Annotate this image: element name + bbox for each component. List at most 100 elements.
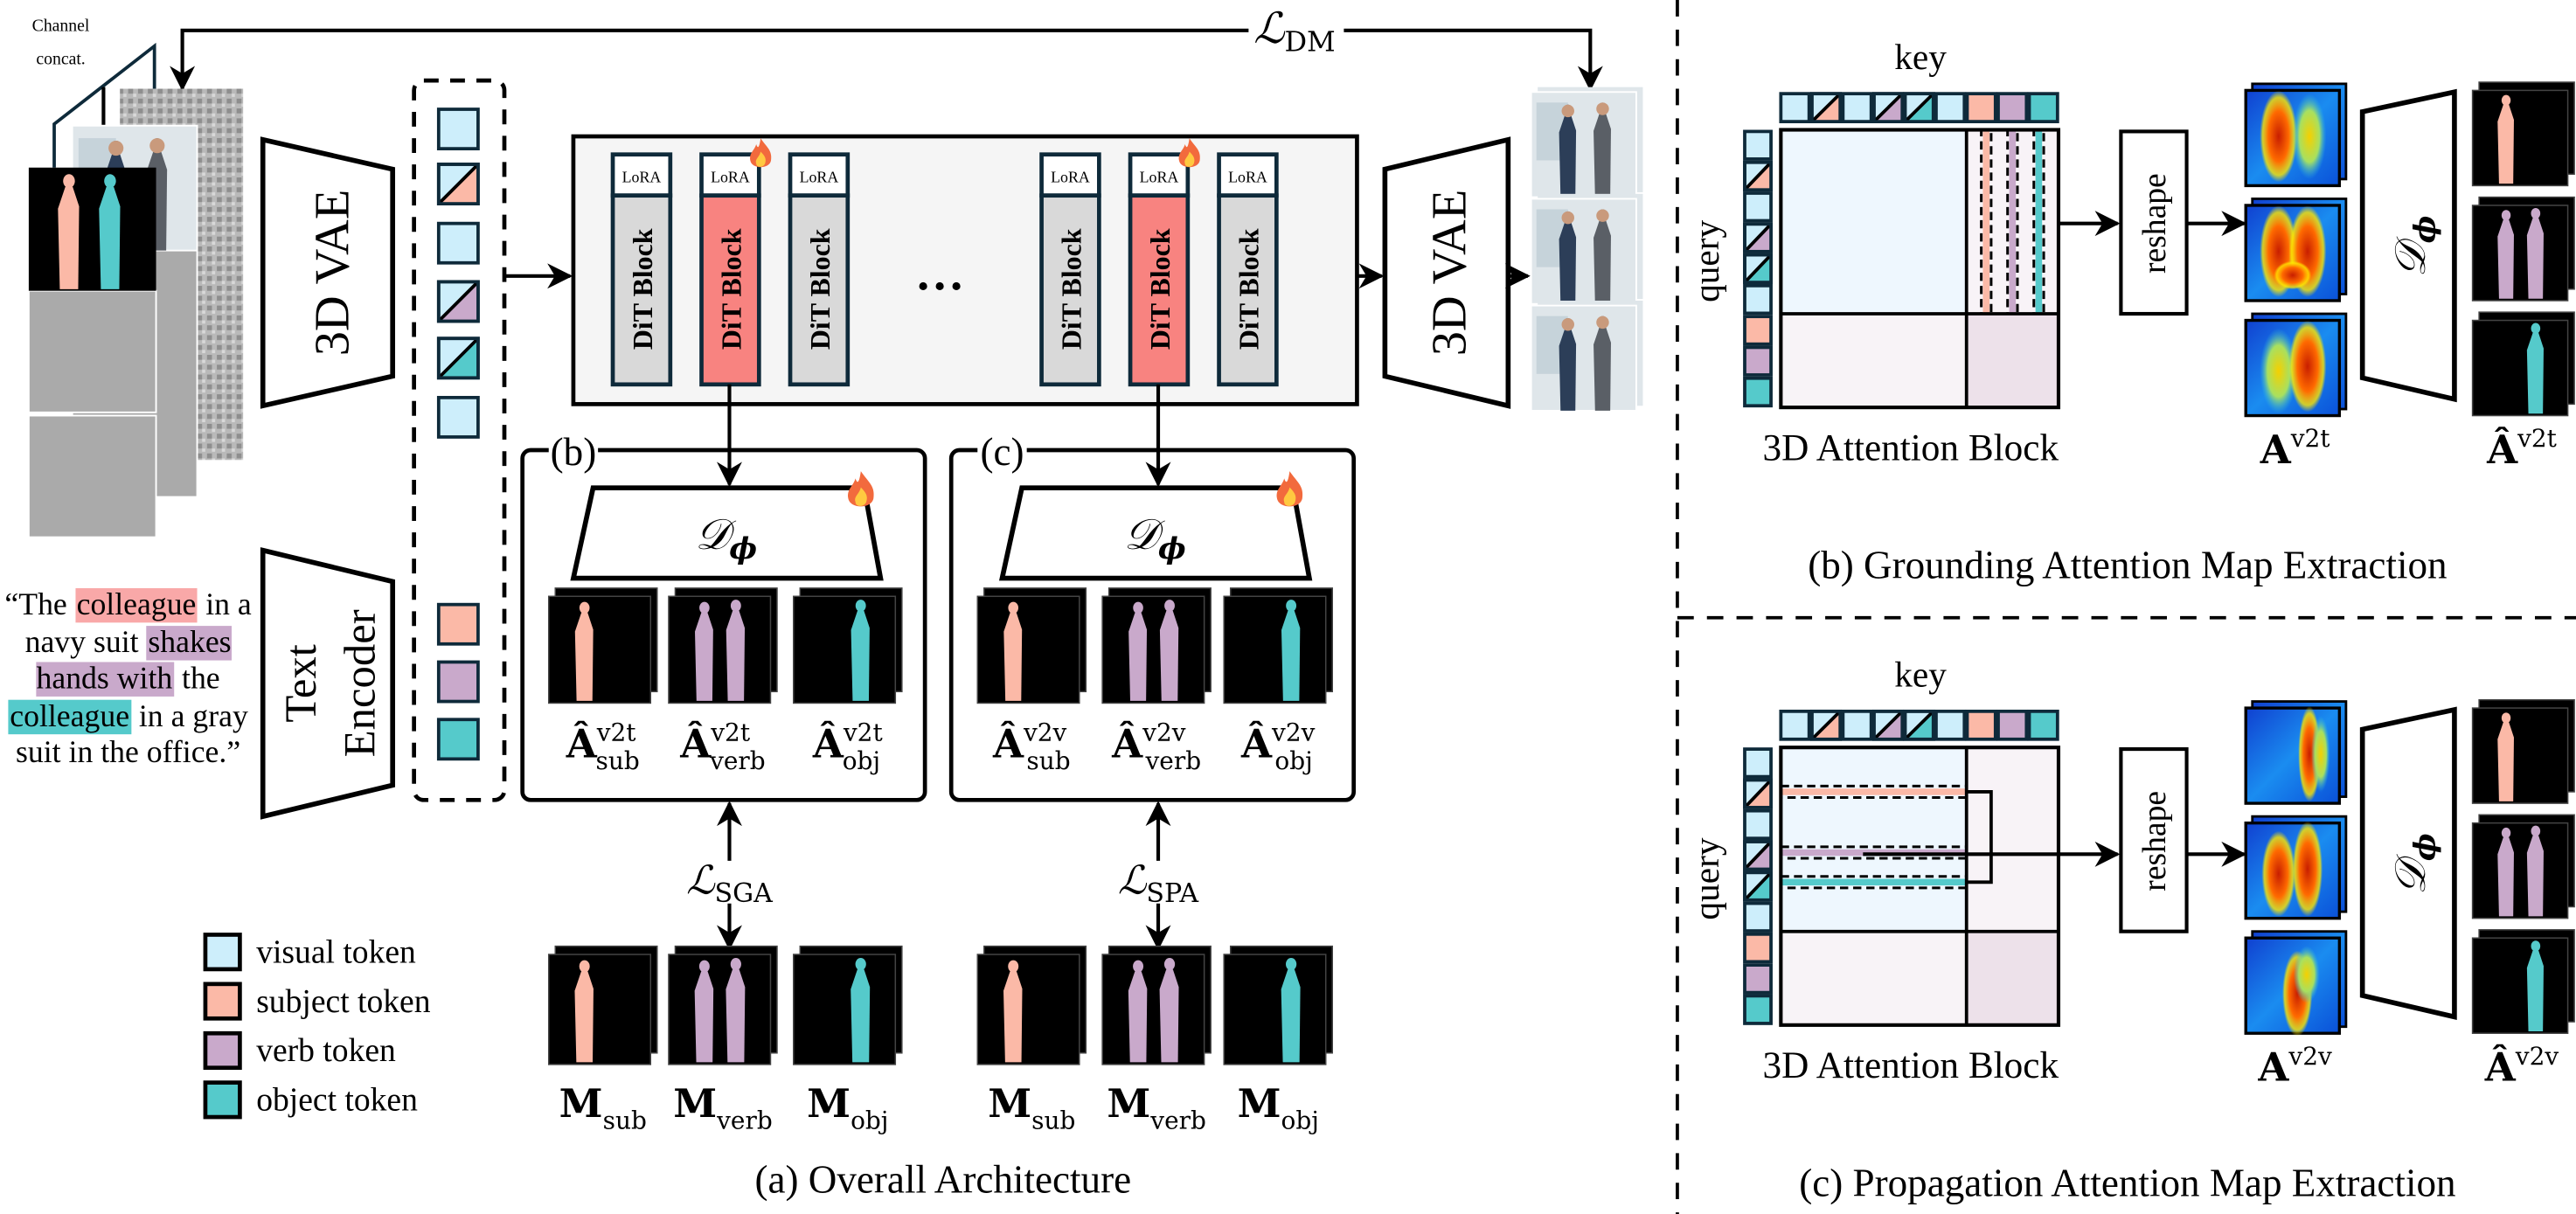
dit-label: DiT Block bbox=[805, 228, 836, 350]
prompt-segment: in a gray suit in the office.” bbox=[16, 698, 248, 771]
legend-label: verb token bbox=[256, 1033, 396, 1069]
attn-visual-visual bbox=[1781, 129, 1967, 315]
predicted-mask bbox=[1223, 587, 1333, 704]
seg-decoder-label: 𝒟ϕ bbox=[2385, 215, 2441, 277]
dit-block: LoRA DiT Block bbox=[1039, 152, 1101, 387]
reshape-label: reshape bbox=[2137, 791, 2173, 891]
ellipsis: … bbox=[915, 246, 964, 301]
legend-label: subject token bbox=[256, 984, 431, 1020]
query-token bbox=[1743, 376, 1773, 408]
key-token bbox=[1841, 709, 1873, 741]
decoded-mask bbox=[2471, 81, 2575, 187]
legend-item-object: object token bbox=[203, 1080, 418, 1120]
attention-heatmap bbox=[2244, 312, 2348, 418]
ground-truth-mask-label: Mobj bbox=[807, 1080, 888, 1135]
query-token bbox=[1743, 808, 1773, 841]
key-token bbox=[1934, 92, 1967, 123]
query-token bbox=[1743, 963, 1773, 995]
query-token bbox=[1743, 191, 1773, 223]
decoded-mask bbox=[2471, 814, 2575, 919]
key-token bbox=[1779, 92, 1811, 123]
visual-token bbox=[436, 395, 480, 439]
prompt-segment: the bbox=[174, 662, 220, 697]
dit-label: DiT Block bbox=[1145, 228, 1176, 350]
query-token bbox=[1743, 932, 1773, 964]
caption-grounding: (b) Grounding Attention Map Extraction bbox=[1808, 544, 2447, 587]
dit-label: DiT Block bbox=[717, 228, 747, 350]
highlighted-phrase: colleague bbox=[8, 698, 131, 734]
decoded-map-label: Âv2t bbox=[2486, 424, 2558, 473]
predicted-mask bbox=[668, 587, 778, 704]
attention-map-label: Av2t bbox=[2260, 424, 2331, 473]
visual-token bbox=[436, 221, 480, 265]
key-token bbox=[1809, 92, 1843, 123]
dit-block-trainable: LoRA DiT Block bbox=[699, 152, 761, 387]
seg-decoder bbox=[570, 485, 884, 581]
seg-decoder-label: 𝒟ϕ bbox=[1124, 510, 1186, 565]
lora-label: LoRA bbox=[622, 169, 662, 186]
verb-token bbox=[436, 660, 480, 704]
query-token bbox=[1743, 901, 1773, 933]
key-token bbox=[2027, 92, 2059, 123]
attention-heatmap bbox=[2244, 700, 2348, 805]
ground-truth-mask-label: Msub bbox=[988, 1080, 1075, 1135]
dit-label: DiT Block bbox=[1057, 228, 1087, 350]
loss-dm-arrow bbox=[170, 28, 1603, 92]
query-token bbox=[1743, 283, 1773, 316]
highlighted-phrase: colleague bbox=[74, 587, 198, 623]
legend-item-subject: subject token bbox=[203, 982, 431, 1021]
mask-frame bbox=[27, 167, 157, 538]
decoded-mask bbox=[2471, 929, 2575, 1034]
key-label: key bbox=[1894, 37, 1947, 77]
object-token bbox=[436, 718, 480, 761]
key-token bbox=[1872, 92, 1905, 123]
decoded-mask bbox=[2471, 311, 2575, 417]
legend-label: visual token bbox=[256, 934, 416, 970]
token-sequence-box bbox=[412, 78, 507, 802]
decoded-mask bbox=[2471, 698, 2575, 804]
query-token bbox=[1743, 345, 1773, 377]
predicted-mask bbox=[793, 587, 903, 704]
channel-concat-label: concat. bbox=[36, 49, 85, 68]
ground-truth-mask-label: Msub bbox=[559, 1080, 647, 1135]
attention-heatmap bbox=[2244, 815, 2348, 920]
dit-label: DiT Block bbox=[628, 228, 658, 350]
key-token bbox=[1934, 709, 1967, 741]
lora-label: LoRA bbox=[800, 169, 839, 186]
fire-icon bbox=[848, 471, 874, 507]
key-token bbox=[1872, 709, 1905, 741]
panel-tag: (c) bbox=[980, 430, 1024, 474]
ground-truth-mask bbox=[1223, 945, 1333, 1065]
query-token bbox=[1743, 747, 1773, 779]
query-token bbox=[1743, 160, 1773, 192]
loss-label: ℒSPA bbox=[1118, 857, 1199, 908]
query-token bbox=[1743, 315, 1773, 346]
prompt-text: “The colleague in a navy suit shakes han… bbox=[4, 587, 252, 771]
prompt-segment: “The bbox=[4, 587, 75, 623]
key-token bbox=[2027, 709, 2059, 741]
query-token bbox=[1743, 871, 1773, 902]
seg-decoder bbox=[2359, 706, 2457, 1020]
key-token bbox=[1903, 92, 1935, 123]
ground-truth-mask-label: Mobj bbox=[1238, 1080, 1319, 1135]
attn-text-text bbox=[1966, 314, 2059, 408]
vae-encoder bbox=[260, 136, 396, 409]
reshape-box bbox=[2119, 747, 2189, 933]
query-token bbox=[1743, 994, 1773, 1025]
channel-concat-label: Channel bbox=[32, 17, 90, 36]
caption-propagation: (c) Propagation Attention Map Extraction bbox=[1799, 1161, 2455, 1204]
key-token bbox=[1903, 709, 1935, 741]
attn-visual-text bbox=[1966, 747, 2059, 932]
loss-label: ℒSGA bbox=[686, 857, 773, 908]
lora-label: LoRA bbox=[1051, 169, 1090, 186]
seg-decoder bbox=[2359, 88, 2457, 403]
seg-decoder bbox=[998, 485, 1313, 581]
lora-label: LoRA bbox=[711, 169, 750, 186]
ground-truth-mask bbox=[793, 945, 903, 1065]
dit-label: DiT Block bbox=[1234, 228, 1265, 350]
